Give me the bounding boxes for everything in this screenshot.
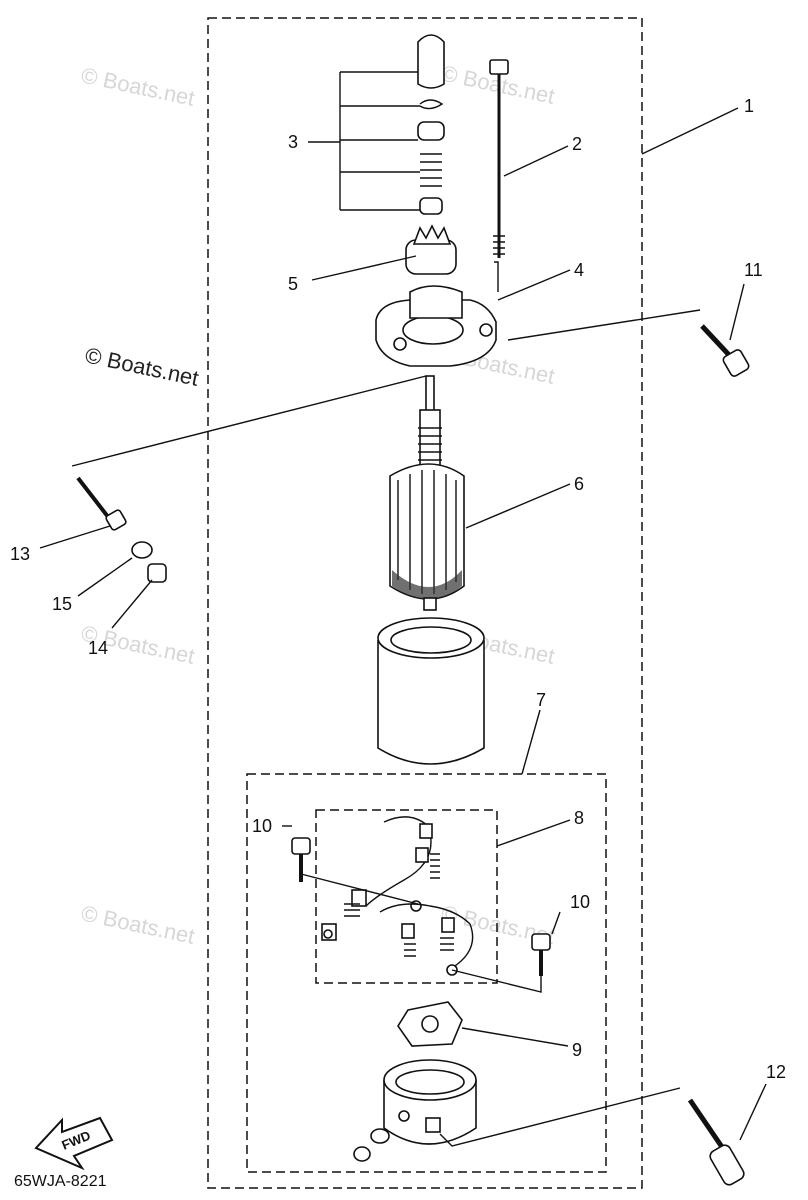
part-6-armature <box>389 375 465 611</box>
watermark: © Boats.net <box>79 900 197 948</box>
callout-10-left: 10 <box>252 816 272 836</box>
callout-15: 15 <box>52 594 72 614</box>
washer-nut-lower <box>353 1128 390 1162</box>
part-8-brush-set <box>321 816 474 976</box>
fwd-arrow-icon: FWD <box>34 1116 114 1171</box>
assembly-8-boundary <box>315 809 498 984</box>
part-11-bolt <box>700 324 750 377</box>
watermark: © Boats.net <box>83 342 201 390</box>
watermarks: © Boats.net © Boats.net © Boats.net © Bo… <box>79 60 557 948</box>
leader-lines <box>39 107 767 1147</box>
callout-11: 11 <box>744 260 763 280</box>
callout-12: 12 <box>766 1062 786 1082</box>
part-2-through-bolt <box>489 59 509 258</box>
callout-8: 8 <box>574 808 584 828</box>
callout-7: 7 <box>536 690 546 710</box>
callout-2: 2 <box>572 134 582 154</box>
part-9-brush-holder <box>397 1001 463 1047</box>
part-10-screw-right <box>531 933 551 976</box>
callout-10-right: 10 <box>570 892 590 912</box>
part-13-stud-bolt <box>76 476 127 531</box>
part-12-bolt <box>687 1098 745 1186</box>
diagram-code: 65WJA-8221 <box>14 1173 107 1190</box>
callout-3: 3 <box>288 132 298 152</box>
leader-line <box>300 873 419 905</box>
assembly-1-boundary <box>207 17 643 1189</box>
callout-4: 4 <box>574 260 584 280</box>
yoke-housing <box>377 617 485 765</box>
leader-line <box>451 969 542 993</box>
part-4-upper-bracket <box>375 285 497 367</box>
part-10-screw-left <box>291 837 311 882</box>
callout-9: 9 <box>572 1040 582 1060</box>
callout-13: 13 <box>10 544 30 564</box>
callout-14: 14 <box>88 638 108 658</box>
callout-6: 6 <box>574 474 584 494</box>
part-14-nut <box>147 563 167 583</box>
part-15-washer <box>131 541 153 559</box>
part-5-drive-gear <box>405 224 457 275</box>
part-3-pinion-stop-set <box>339 34 445 215</box>
callout-1: 1 <box>744 96 754 116</box>
lower-bracket <box>383 1059 477 1145</box>
watermark: © Boats.net <box>79 62 197 110</box>
callout-5: 5 <box>288 274 298 294</box>
